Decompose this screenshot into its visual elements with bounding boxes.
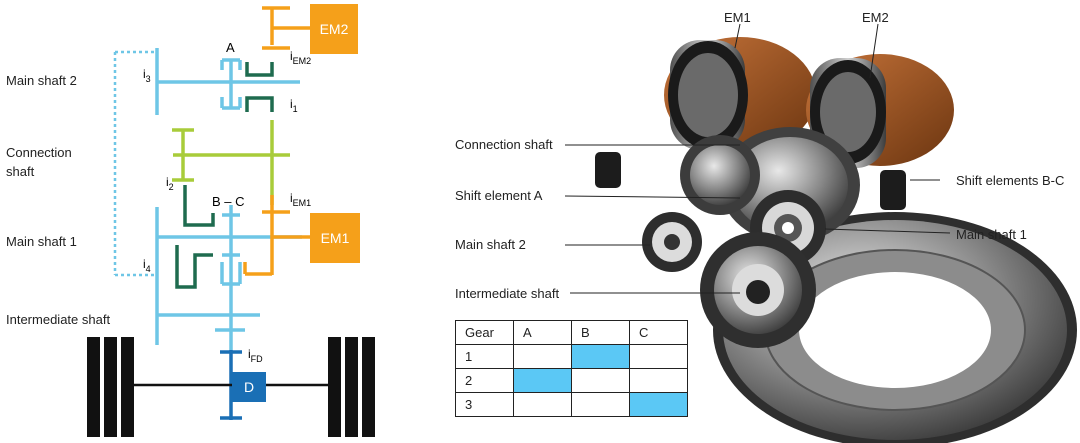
em1-motor — [664, 37, 816, 153]
callout-intermediate-shaft: Intermediate shaft — [455, 286, 560, 301]
main-shafts — [113, 48, 302, 350]
gear-cell: 2 — [455, 368, 514, 393]
left-wheel — [87, 337, 134, 437]
callout-shift-elements-bc: Shift elements B-C — [956, 173, 1065, 188]
table-row: 2 — [455, 368, 688, 393]
callout-main-shaft-1: Main shaft 1 — [956, 227, 1027, 242]
table-header-cell: A — [513, 320, 572, 345]
table-row: 3 — [455, 392, 688, 417]
table-header-cell: B — [571, 320, 630, 345]
shift-cell — [629, 344, 688, 369]
shift-cell — [513, 368, 572, 393]
em1-label: EM1 — [321, 230, 350, 246]
differential-box — [232, 372, 266, 402]
label-main-shaft-2: Main shaft 2 — [6, 73, 77, 88]
ratio-iem1: iEM1 — [290, 191, 311, 208]
ratio-i3: i3 — [143, 67, 151, 84]
callout-shift-element-a: Shift element A — [455, 188, 543, 203]
ratio-i2: i2 — [166, 175, 174, 192]
shift-bc-label: B – C — [212, 194, 245, 209]
ratio-ifd: iFD — [248, 347, 263, 364]
em2-label: EM2 — [320, 21, 349, 37]
label-connection-shaft: shaft — [6, 164, 35, 179]
transmission-render — [564, 23, 1077, 443]
shift-cell — [571, 392, 630, 417]
shift-elements — [175, 62, 274, 289]
em2-box — [310, 4, 358, 54]
shift-cell — [571, 344, 630, 369]
differential-label: D — [244, 379, 254, 395]
right-wheel — [328, 337, 375, 437]
callout-em1: EM1 — [724, 10, 751, 25]
callout-connection-shaft: Connection shaft — [455, 137, 553, 152]
label-main-shaft-1: Main shaft 1 — [6, 234, 77, 249]
motor-shafts — [243, 6, 310, 276]
table-header-cell: Gear — [455, 320, 514, 345]
gear-cell: 1 — [455, 344, 514, 369]
label-connection: Connection — [6, 145, 72, 160]
shift-cell — [629, 368, 688, 393]
callout-lines — [564, 23, 951, 294]
shift-cell — [571, 368, 630, 393]
label-intermediate-shaft: Intermediate shaft — [6, 312, 111, 327]
connection-shaft — [172, 120, 290, 205]
ratio-iem2: iEM2 — [290, 49, 311, 66]
shift-cell — [513, 344, 572, 369]
ratio-i4: i4 — [143, 257, 151, 274]
shift-a-label: A — [226, 40, 235, 55]
em1-box — [310, 213, 360, 263]
ratio-i1: i1 — [290, 97, 298, 114]
gear-cell: 3 — [455, 392, 514, 417]
shift-cell — [513, 392, 572, 417]
table-row: 1 — [455, 344, 688, 369]
table-header-row: Gear A B C — [455, 320, 688, 345]
callout-em2: EM2 — [862, 10, 889, 25]
gear-shift-table: Gear A B C 1 2 3 — [455, 320, 688, 417]
table-header-cell: C — [629, 320, 688, 345]
transmission-schematic: EM2 EM1 D A B – C i3 i1 i2 i4 iEM2 iEM1 … — [87, 4, 375, 437]
callout-main-shaft-2: Main shaft 2 — [455, 237, 526, 252]
gear-stack — [595, 127, 906, 348]
shift-cell — [629, 392, 688, 417]
